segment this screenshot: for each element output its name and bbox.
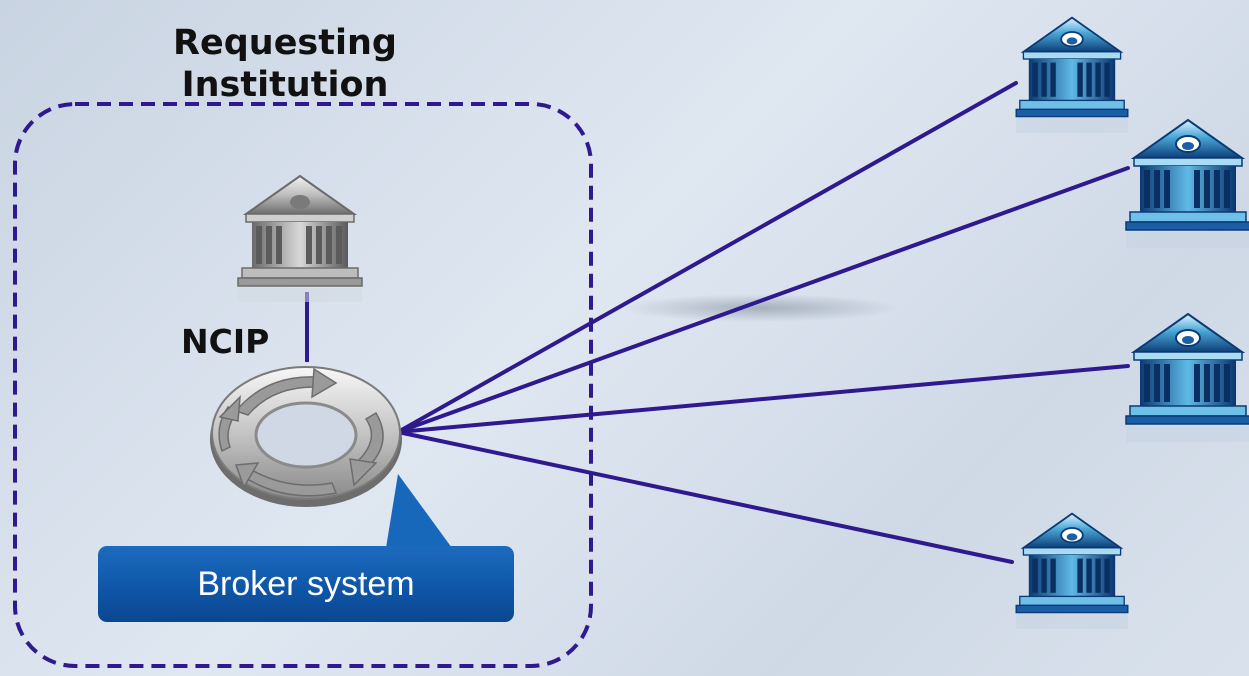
broker-ring-icon bbox=[210, 366, 402, 507]
local-library-icon bbox=[237, 175, 363, 303]
connector-line-4 bbox=[396, 430, 1014, 564]
remote-library-1-icon bbox=[1015, 16, 1129, 134]
connector-line-2 bbox=[396, 166, 1130, 434]
ncip-protocol-label: NCIP bbox=[181, 322, 270, 361]
remote-library-3-icon bbox=[1125, 313, 1249, 443]
connector-line-1 bbox=[396, 81, 1018, 434]
requesting-institution-label: Requesting Institution bbox=[173, 23, 397, 105]
connector-line-3 bbox=[396, 364, 1130, 434]
broker-system-box: Broker system bbox=[98, 546, 514, 622]
floor-shadow bbox=[620, 294, 900, 322]
remote-library-2-icon bbox=[1125, 119, 1249, 249]
requesting-institution-boundary bbox=[13, 102, 593, 668]
broker-callout-pointer bbox=[386, 474, 452, 548]
remote-library-4-icon bbox=[1015, 512, 1129, 630]
broker-system-label: Broker system bbox=[197, 564, 415, 603]
